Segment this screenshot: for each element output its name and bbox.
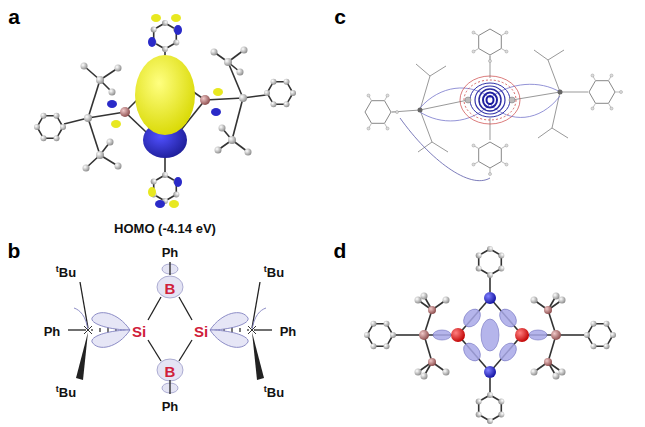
panel-letter: b [8, 240, 21, 261]
contour-panel [365, 29, 623, 181]
substituent-label: tBu [264, 265, 284, 279]
atom-label: B [165, 364, 176, 379]
panel-letter: d [334, 240, 347, 261]
atom-label: Si [194, 324, 208, 339]
panel-letter: a [8, 6, 20, 27]
panel-letter: c [334, 6, 346, 27]
atom-label: Si [132, 324, 146, 339]
orbital-energy-label: HOMO (-4.14 eV) [114, 222, 216, 235]
substituent-label: tBu [264, 385, 284, 399]
atom-label: B [165, 281, 176, 296]
lewis-structure-panel [68, 262, 272, 394]
substituent-label: tBu [56, 385, 76, 399]
substituent-label: tBu [56, 265, 76, 279]
substituent-label: Ph [162, 400, 179, 413]
homo-panel [34, 14, 296, 208]
substituent-label: Ph [162, 246, 179, 259]
substituent-label: Ph [44, 325, 61, 338]
orbital-panel [364, 246, 616, 424]
substituent-label: Ph [280, 325, 297, 338]
